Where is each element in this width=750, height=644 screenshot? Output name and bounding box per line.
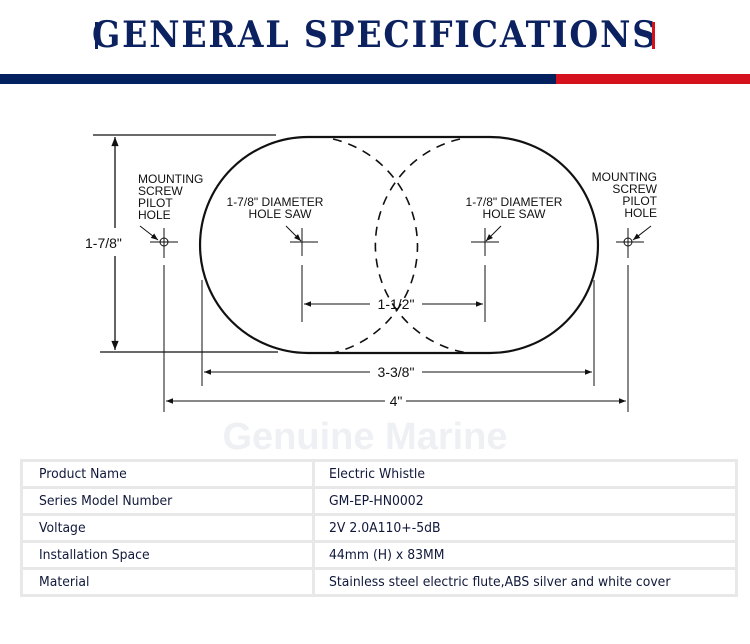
hole-saw-right-line1: 1-7/8" DIAMETER <box>466 195 563 209</box>
table-row: Product Name Electric Whistle <box>20 459 738 489</box>
cutout-width-dimension: 3-3/8" <box>378 364 415 380</box>
spec-label: Product Name <box>39 466 127 482</box>
spec-label: Material <box>39 574 90 590</box>
spec-label: Series Model Number <box>39 493 173 509</box>
mounting-right-line2: SCREW <box>612 182 657 196</box>
cutout-diagram: Genuine Marine 1-7/8" MOUNTING SCREW PIL… <box>85 134 658 458</box>
table-row: Installation Space 44mm (H) x 83MM <box>20 540 738 570</box>
center-distance-dimension: 1-1/2" <box>378 296 415 312</box>
mounting-left-line2: SCREW <box>138 184 183 198</box>
mounting-right-line3: PILOT <box>622 194 657 208</box>
spec-label: Voltage <box>39 520 86 536</box>
spec-value: Stainless steel electric flute,ABS silve… <box>329 574 671 590</box>
hole-saw-right-line2: HOLE SAW <box>483 207 547 221</box>
header-stripe-red <box>556 74 750 84</box>
mounting-left-line4: HOLE <box>138 208 171 222</box>
watermark: Genuine Marine <box>222 416 507 458</box>
mounting-right-line1: MOUNTING <box>592 170 657 184</box>
table-row: Voltage 2V 2.0A110+-5dB <box>20 513 738 543</box>
spec-value: Electric Whistle <box>329 466 426 482</box>
table-row: Material Stainless steel electric flute,A… <box>20 567 738 597</box>
overall-width-dimension: 4" <box>390 393 403 409</box>
cutout-outline <box>198 135 600 355</box>
hole-saw-left-line1: 1-7/8" DIAMETER <box>227 195 324 209</box>
spec-value: 44mm (H) x 83MM <box>329 547 445 563</box>
specs-table: Product Name Electric Whistle Series Mode… <box>20 459 738 597</box>
hole-saw-circle-right <box>374 138 469 354</box>
page-title: GENERAL SPECIFICATIONS <box>92 14 658 56</box>
mounting-right-line4: HOLE <box>624 206 657 220</box>
spec-label: Installation Space <box>39 547 150 563</box>
title-left-accent <box>95 22 98 49</box>
hole-saw-circle-left <box>332 138 419 354</box>
spec-value: GM-EP-HN0002 <box>329 493 424 509</box>
mounting-left-line1: MOUNTING <box>138 172 203 186</box>
title-right-accent <box>652 22 655 49</box>
height-dimension: 1-7/8" <box>85 235 122 251</box>
header-stripe-blue <box>0 74 556 84</box>
spec-value: 2V 2.0A110+-5dB <box>329 520 441 536</box>
table-row: Series Model Number GM-EP-HN0002 <box>20 486 738 516</box>
hole-saw-left-line2: HOLE SAW <box>249 207 313 221</box>
mounting-left-line3: PILOT <box>138 196 173 210</box>
